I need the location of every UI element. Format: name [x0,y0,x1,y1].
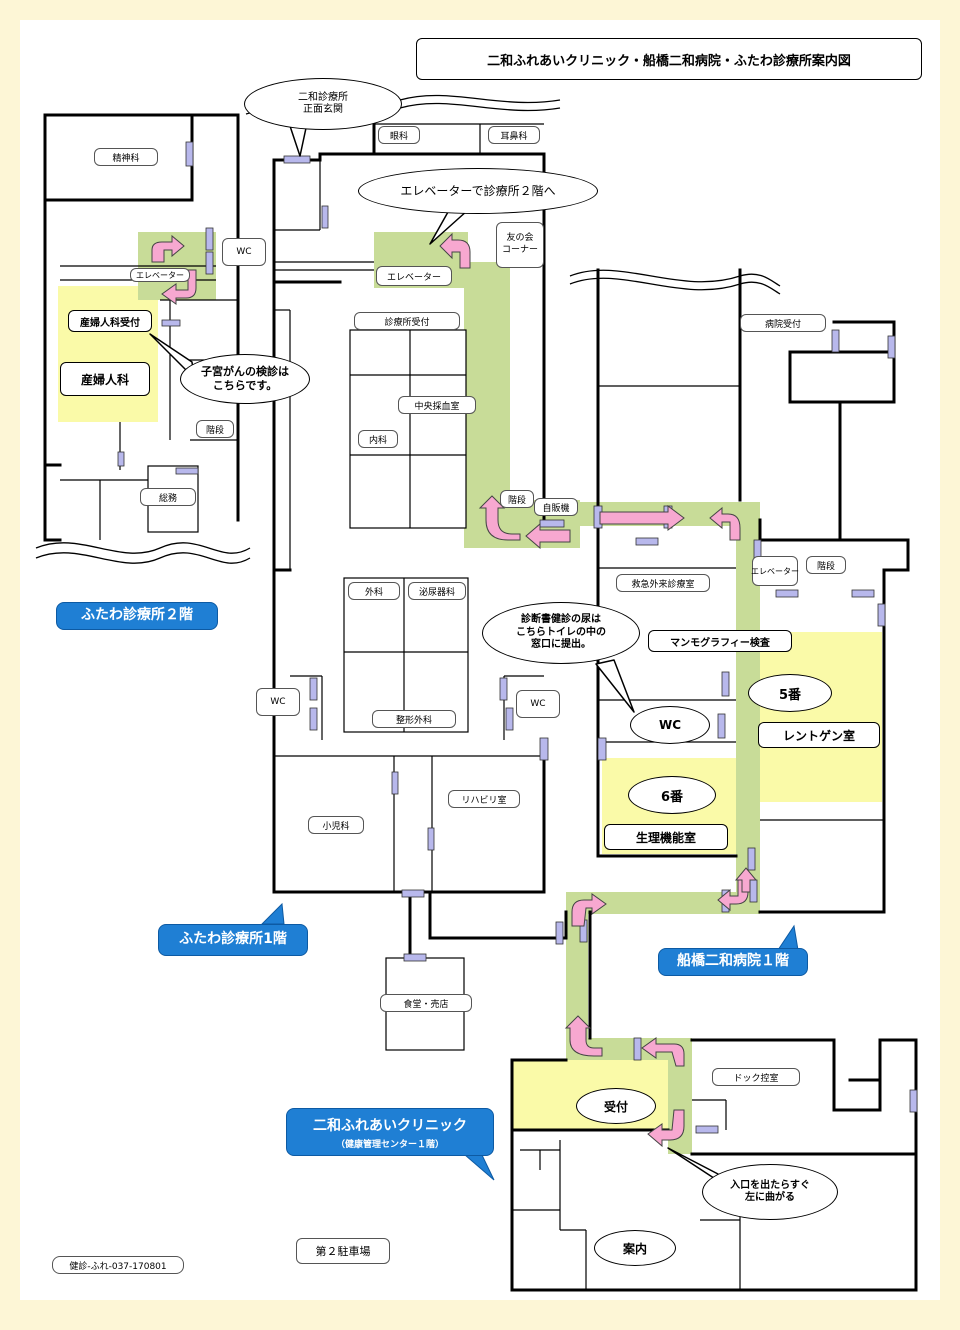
room-annai: 案内 [594,1230,676,1266]
room-wc-2f: WC [222,238,266,266]
room-wc-1f-right: WC [516,690,560,718]
callout-elevator-to-2f: エレベーターで診療所２階へ [358,168,598,214]
document-code: 健診-ふれ-037-170801 [52,1256,184,1274]
room-jihanki: 自販機 [534,498,578,516]
room-seiri-kinou: 生理機能室 [604,824,728,850]
room-shokudo-baiten: 食堂・売店 [380,994,472,1012]
route-arrows [151,232,758,1148]
floor-label-clinic: 二和ふれあいクリニック （健康管理センター１階） [286,1108,494,1156]
room-seikei: 整形外科 [372,710,456,728]
clinic-subtitle: （健康管理センター１階） [335,1140,444,1150]
callout-entrance: 二和診療所 正面玄関 [244,78,402,130]
room-rihabiri: リハビリ室 [448,790,520,808]
room-stairs-2f: 階段 [196,420,234,438]
floor-label-hospital-1f: 船橋二和病院１階 [658,948,808,976]
room-geka: 外科 [348,582,400,600]
room-tomonokai-corner: 友の会 コーナー [496,222,544,268]
room-no5: 5番 [748,674,832,712]
room-dock-hikaeshitsu: ドック控室 [712,1068,800,1086]
map-title: 二和ふれあいクリニック・船橋二和病院・ふたわ診療所案内図 [416,38,922,80]
clinic-name: 二和ふれあいクリニック [313,1118,467,1134]
room-soumu: 総務 [140,488,196,506]
parking-lot-2: 第２駐車場 [296,1238,390,1264]
room-shonika: 小児科 [308,816,364,834]
room-jibika: 耳鼻科 [488,126,540,144]
room-wc-hospital: WC [630,706,710,744]
room-naika: 内科 [358,430,398,448]
room-kyukyu-gairai: 救急外来診療室 [616,574,710,592]
floor-label-futawa-1f: ふたわ診療所1階 [158,924,308,956]
room-wc-1f-left: WC [256,688,300,716]
doors [117,141,918,1134]
room-no6: 6番 [628,776,716,814]
room-elevator-hospital: エレベーター [751,556,799,586]
room-rentogen: レントゲン室 [758,722,880,748]
room-sanfujinka-uketsuke: 産婦人科受付 [68,310,152,332]
room-ganka: 眼科 [378,126,420,144]
room-hinyokika: 泌尿器科 [408,582,466,600]
room-elevator-2f: エレベーター [130,268,190,282]
room-mammography: マンモグラフィー検査 [648,630,792,652]
room-uketsuke: 受付 [576,1088,656,1124]
room-seishinka: 精神科 [94,148,158,166]
room-stairs-1f: 階段 [500,490,534,508]
room-shinryojo-uketsuke: 診療所受付 [354,312,460,330]
callout-cancer-screening: 子宮がんの検診は こちらです。 [180,354,310,404]
callout-urine-submission: 診断書健診の尿は こちらトイレの中の 窓口に提出。 [482,602,640,664]
room-chuo-saiketsu: 中央採血室 [398,396,476,414]
room-byoin-uketsuke: 病院受付 [740,314,826,332]
floor-label-futawa-2f: ふたわ診療所２階 [56,602,218,630]
room-elevator-1f: エレベーター [376,266,452,286]
callout-exit-left: 入口を出たらすぐ 左に曲がる [702,1164,838,1220]
room-sanfujinka: 産婦人科 [60,362,150,396]
room-stairs-hospital: 階段 [806,556,846,574]
